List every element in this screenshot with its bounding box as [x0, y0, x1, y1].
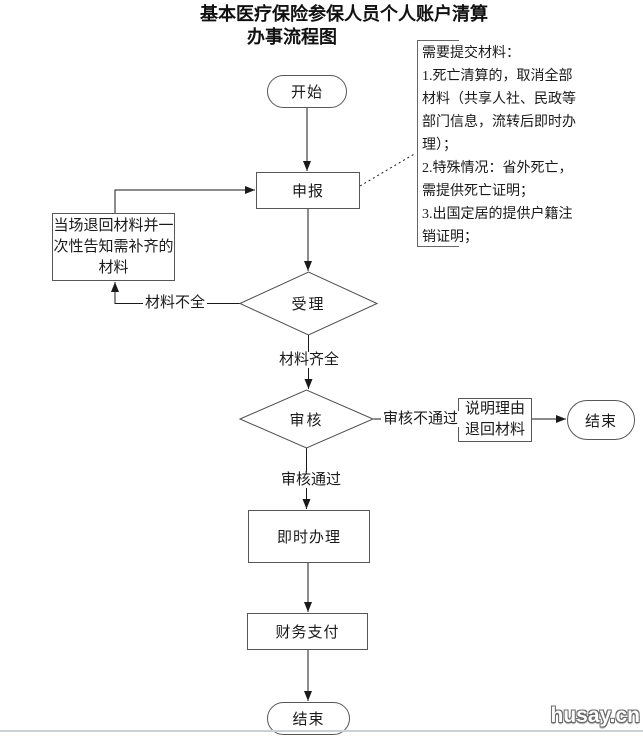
- onsite-return-node: 当场退回材料并一 次性告知需补齐的 材料: [52, 213, 175, 281]
- declare-node: 申报: [256, 172, 360, 209]
- page-subtitle: 办事流程图: [247, 27, 337, 47]
- payment-node-label: 财务支付: [275, 625, 340, 641]
- onsite-return-line1: 当场退回材料并一: [53, 217, 174, 234]
- start-node: 开始: [267, 75, 347, 108]
- edge-label-review-fail: 审核不通过: [381, 411, 461, 427]
- end-right-node-label: 结束: [584, 413, 617, 430]
- note-border-bottom-stub: [418, 246, 459, 247]
- note-line: 需提供死亡证明；: [422, 184, 534, 199]
- declare-node-label: 申报: [291, 184, 324, 200]
- accept-node-text: 受理: [291, 297, 326, 313]
- accept-diamond: [238, 271, 379, 336]
- edge-declare-note-dotted: [359, 152, 417, 187]
- note-line: 材料（共享人社、民政等: [422, 92, 576, 107]
- required-materials-note: 需要提交材料： 1.死亡清算的，取消全部 材料（共享人社、民政等 部门信息，流转…: [417, 40, 598, 247]
- explain-return-node: 说明理由 退回材料: [458, 398, 532, 442]
- explain-return-line1: 说明理由: [464, 401, 525, 417]
- note-line: 3.出国定居的提供户籍注: [422, 207, 573, 222]
- note-line: 1.死亡清算的，取消全部: [422, 69, 573, 84]
- onsite-return-line2: 次性告知需补齐的: [53, 238, 174, 255]
- onsite-return-line3: 材料: [98, 259, 129, 276]
- page-title: 基本医疗保险参保人员个人账户清算: [200, 4, 488, 24]
- note-line: 2.特殊情况：省外死亡，: [422, 161, 573, 176]
- note-border-top-stub: [418, 40, 459, 41]
- bottom-divider: [0, 730, 643, 732]
- immediate-node: 即时办理: [248, 510, 370, 563]
- end-bottom-node: 结束: [267, 702, 350, 735]
- review-diamond: [238, 389, 375, 449]
- note-line: 销证明；: [422, 230, 478, 245]
- payment-node: 财务支付: [247, 613, 368, 650]
- explain-return-line2: 退回材料: [464, 422, 525, 438]
- edge-label-materials-incomplete: 材料不全: [143, 295, 208, 311]
- edge-label-materials-complete: 材料齐全: [277, 352, 342, 368]
- start-node-label: 开始: [290, 85, 323, 101]
- end-bottom-node-label: 结束: [292, 712, 325, 728]
- accept-node-label: 受理: [240, 272, 377, 335]
- note-line: 部门信息，流转后即时办: [422, 115, 576, 130]
- review-node-text: 审核: [289, 412, 324, 429]
- note-line: 理）；: [422, 138, 457, 153]
- immediate-node-label: 即时办理: [276, 530, 341, 546]
- end-right-node: 结束: [567, 400, 635, 440]
- edge-onsite-return-declare: [114, 186, 255, 213]
- watermark: husay.cn: [550, 704, 640, 727]
- review-node-label: 审核: [240, 390, 373, 448]
- note-line: 需要提交材料：: [422, 46, 520, 61]
- edge-label-review-pass: 审核通过: [279, 472, 344, 488]
